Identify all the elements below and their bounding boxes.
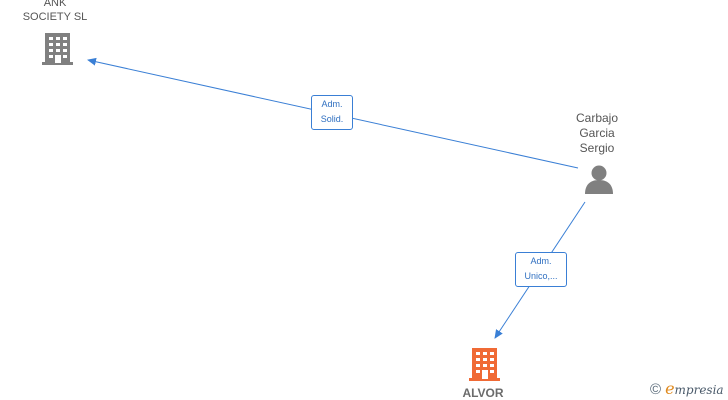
relation-label-line: Solid. [320,114,344,124]
brand-logo-initial: e [665,379,675,398]
watermark: ©empresia [650,379,724,398]
node-label-person[interactable]: Carbajo Garcia Sergio [562,111,632,156]
building-icon[interactable] [469,348,500,381]
relation-label-line: Unico,... [524,271,558,281]
node-label-ank-society[interactable]: ANK SOCIETY SL [10,0,100,24]
relation-label-line: Adm. [530,256,552,266]
relation-label-adm-solid[interactable]: Adm. Solid. [311,95,353,130]
brand-logo-text: mpresia [674,383,724,397]
node-label-line: Sergio [579,141,615,155]
relation-label-adm-unico[interactable]: Adm. Unico,... [515,252,567,287]
node-label-line: SOCIETY SL [22,11,88,23]
node-label-line: Carbajo [575,111,619,125]
node-label-alvor[interactable]: ALVOR [448,386,518,400]
node-label-line: Garcia [579,126,615,140]
building-icon[interactable] [42,33,73,65]
copyright-icon: © [650,381,662,398]
node-label-line: ALVOR [462,386,504,400]
relation-label-line: Adm. [321,99,343,109]
node-label-line: ANK [43,0,67,9]
person-icon[interactable] [585,165,613,195]
